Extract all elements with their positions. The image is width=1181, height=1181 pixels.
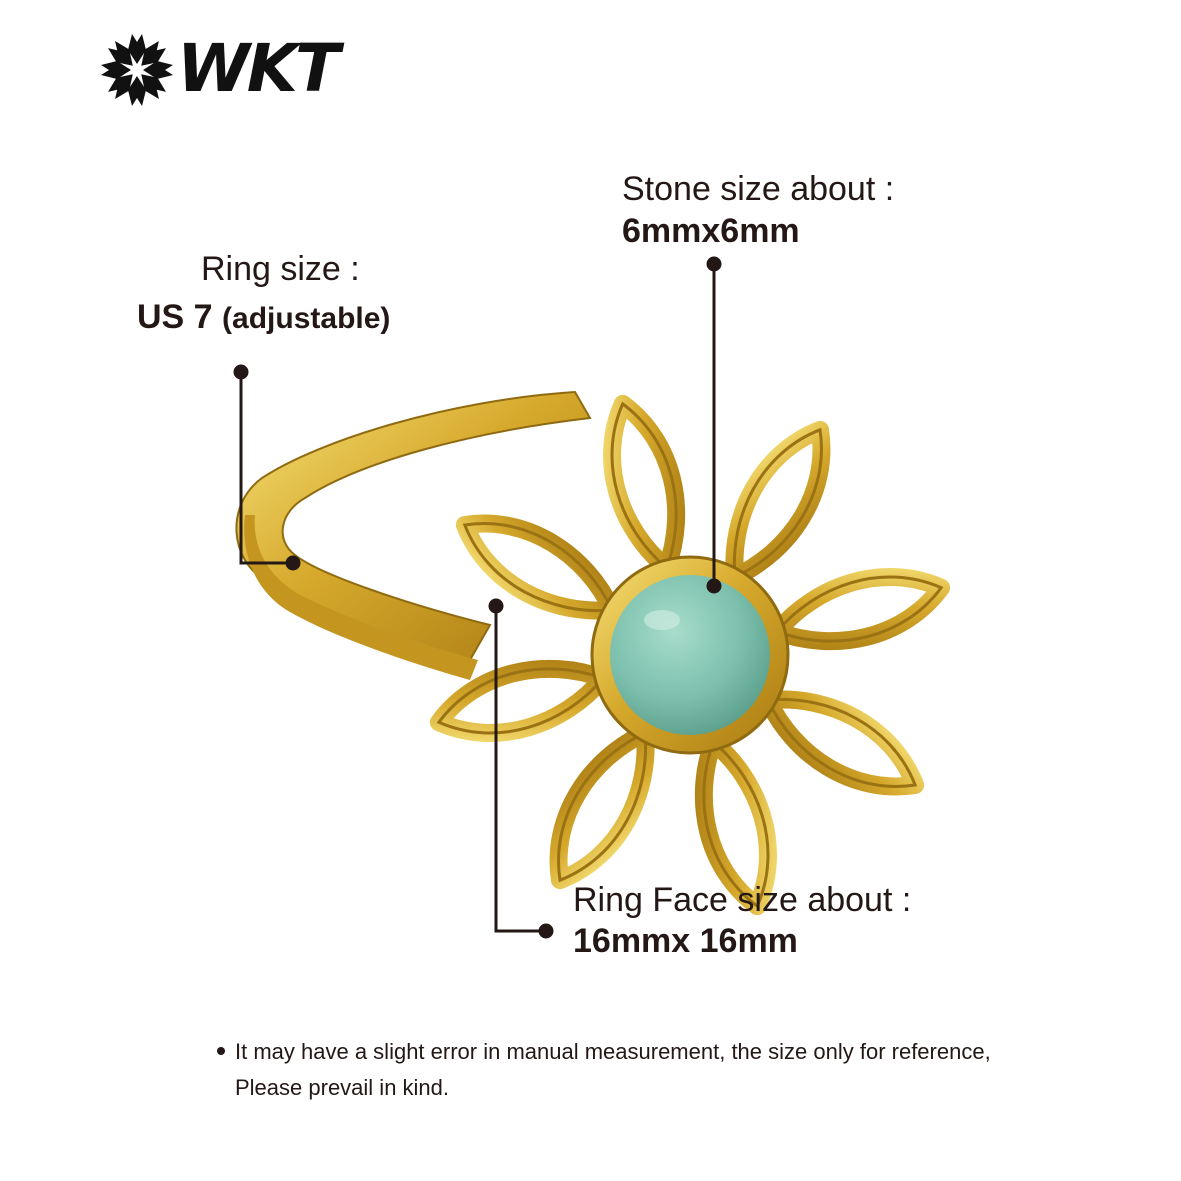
brand-logo: WKT (97, 30, 357, 110)
ring-size-main: US 7 (137, 298, 213, 336)
ring-face-value: 16mmx 16mm (573, 922, 798, 960)
brand-name: WKT (177, 30, 340, 107)
ring-band (235, 390, 592, 680)
ring-face-label: Ring Face size about : (573, 881, 912, 919)
stone-size-label: Stone size about : (622, 170, 895, 208)
stone-size-value: 6mmx6mm (622, 212, 800, 250)
ring-face (429, 394, 951, 916)
amazonite-stone (610, 575, 770, 735)
ring-size-note: (adjustable) (222, 302, 391, 335)
callout-lines (233, 256, 722, 939)
ring-size-value: US 7 (adjustable) (137, 297, 390, 339)
ring-size-label: Ring size : (201, 250, 360, 288)
note-line-1: It may have a slight error in manual mea… (235, 1039, 991, 1064)
snowflake-flower-icon (101, 34, 173, 106)
note-line-2: Please prevail in kind. (235, 1075, 450, 1100)
note-bullet (217, 1047, 225, 1055)
